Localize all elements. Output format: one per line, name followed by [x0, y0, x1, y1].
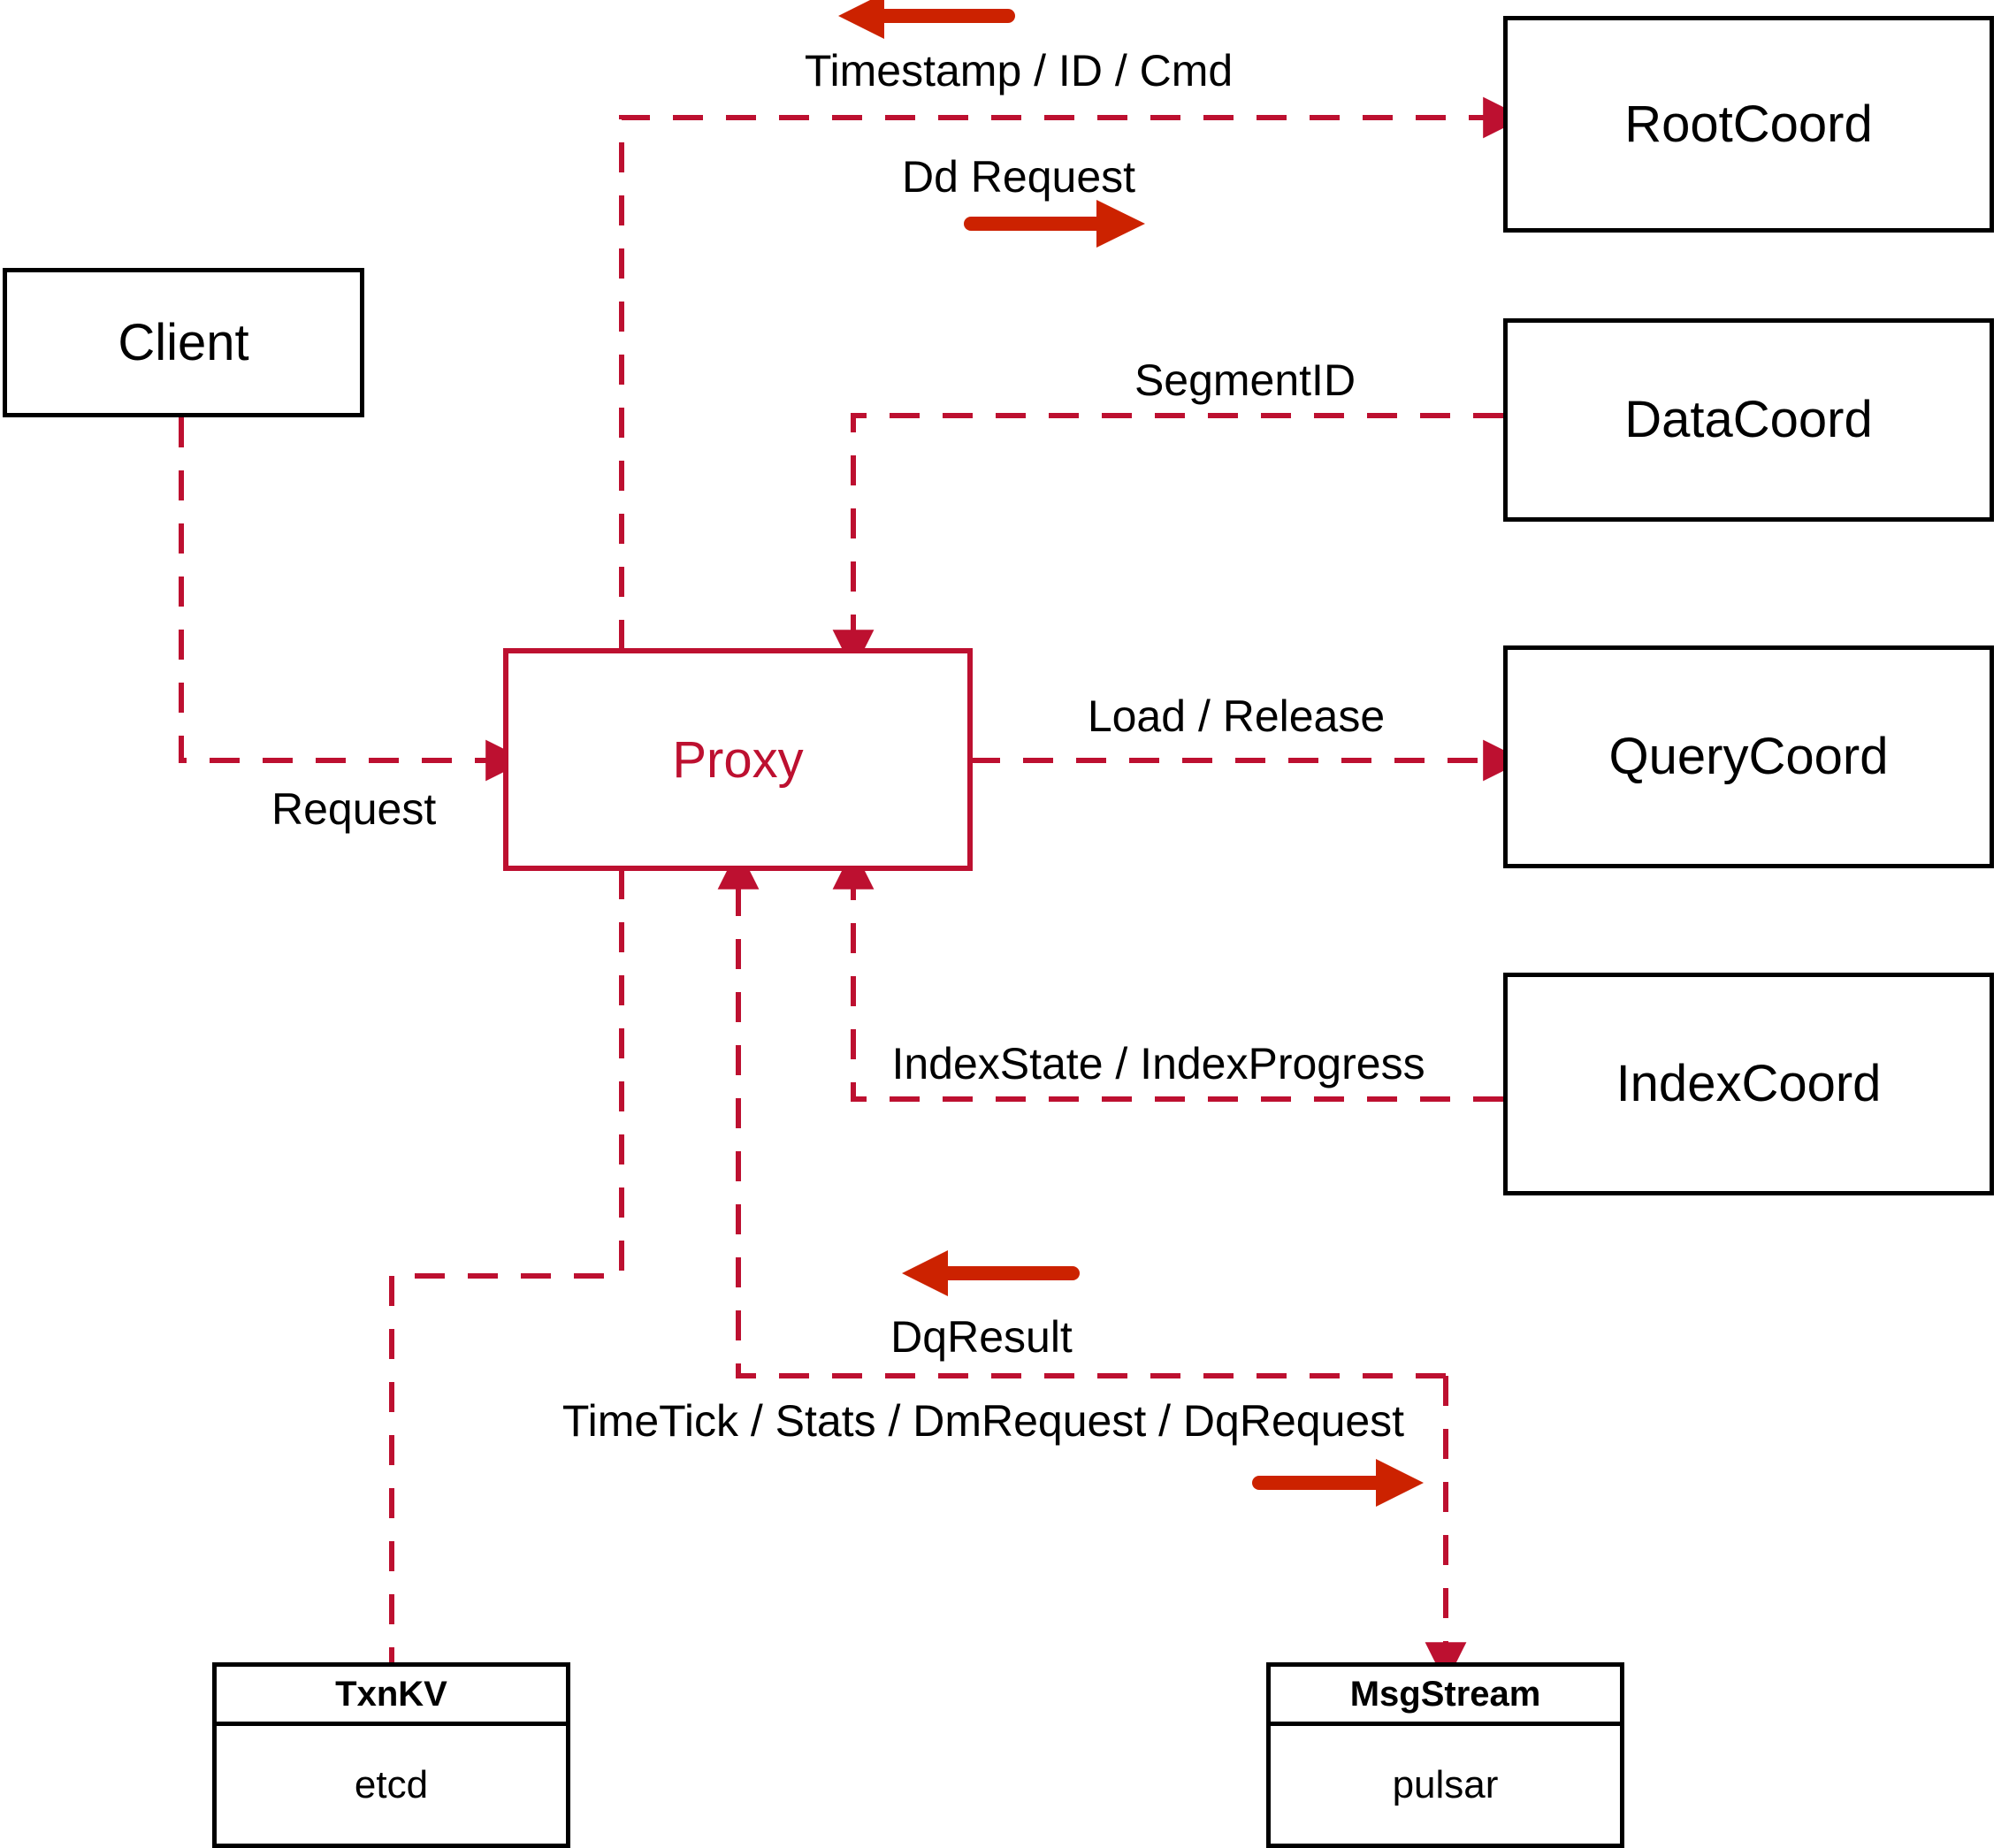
store-msgstream-title: MsgStream [1271, 1667, 1620, 1726]
store-msgstream-impl: pulsar [1392, 1762, 1499, 1806]
node-client[interactable]: Client [3, 268, 364, 417]
node-querycoord-label: QueryCoord [1608, 728, 1889, 785]
edge-datacoord-proxy [832, 413, 1503, 672]
edge-label-request: Request [271, 784, 437, 834]
direction-arrow-timetick-right [1252, 1459, 1424, 1507]
edge-label-index-state-progress: IndexState / IndexProgress [891, 1039, 1425, 1088]
edge-indexcoord-proxy [832, 847, 1503, 1102]
node-indexcoord[interactable]: IndexCoord [1503, 973, 1994, 1195]
edge-proxy-rootcoord [619, 96, 1525, 650]
store-txnkv[interactable]: TxnKV etcd [212, 1662, 570, 1848]
edge-msgstream-proxy [717, 847, 1446, 1378]
edge-label-segment-id: SegmentID [1134, 355, 1356, 405]
node-rootcoord-label: RootCoord [1624, 95, 1873, 153]
edge-label-load-release: Load / Release [1087, 691, 1386, 741]
edge-label-dd-request: Dd Request [901, 152, 1136, 202]
direction-arrow-timestamp-left [838, 0, 1015, 39]
edge-label-dq-result: DqResult [890, 1312, 1073, 1362]
edge-proxy-txnkv [389, 869, 624, 1662]
store-msgstream[interactable]: MsgStream pulsar [1266, 1662, 1624, 1848]
edge-client-proxy [179, 417, 528, 782]
edge-label-timestamp-id-cmd: Timestamp / ID / Cmd [804, 46, 1234, 95]
node-proxy-label: Proxy [672, 730, 804, 789]
store-txnkv-impl: etcd [354, 1762, 429, 1806]
store-txnkv-title: TxnKV [217, 1667, 566, 1726]
direction-arrow-dqresult-left [902, 1250, 1080, 1296]
node-indexcoord-label: IndexCoord [1616, 1055, 1882, 1112]
node-querycoord[interactable]: QueryCoord [1503, 645, 1994, 868]
node-datacoord-label: DataCoord [1624, 391, 1873, 448]
edge-label-timetick-stats: TimeTick / Stats / DmRequest / DqRequest [561, 1396, 1405, 1446]
node-rootcoord[interactable]: RootCoord [1503, 16, 1994, 233]
node-client-label: Client [118, 313, 249, 371]
node-proxy[interactable]: Proxy [503, 648, 973, 871]
node-datacoord[interactable]: DataCoord [1503, 318, 1994, 522]
direction-arrow-dd-request-right [964, 200, 1145, 248]
